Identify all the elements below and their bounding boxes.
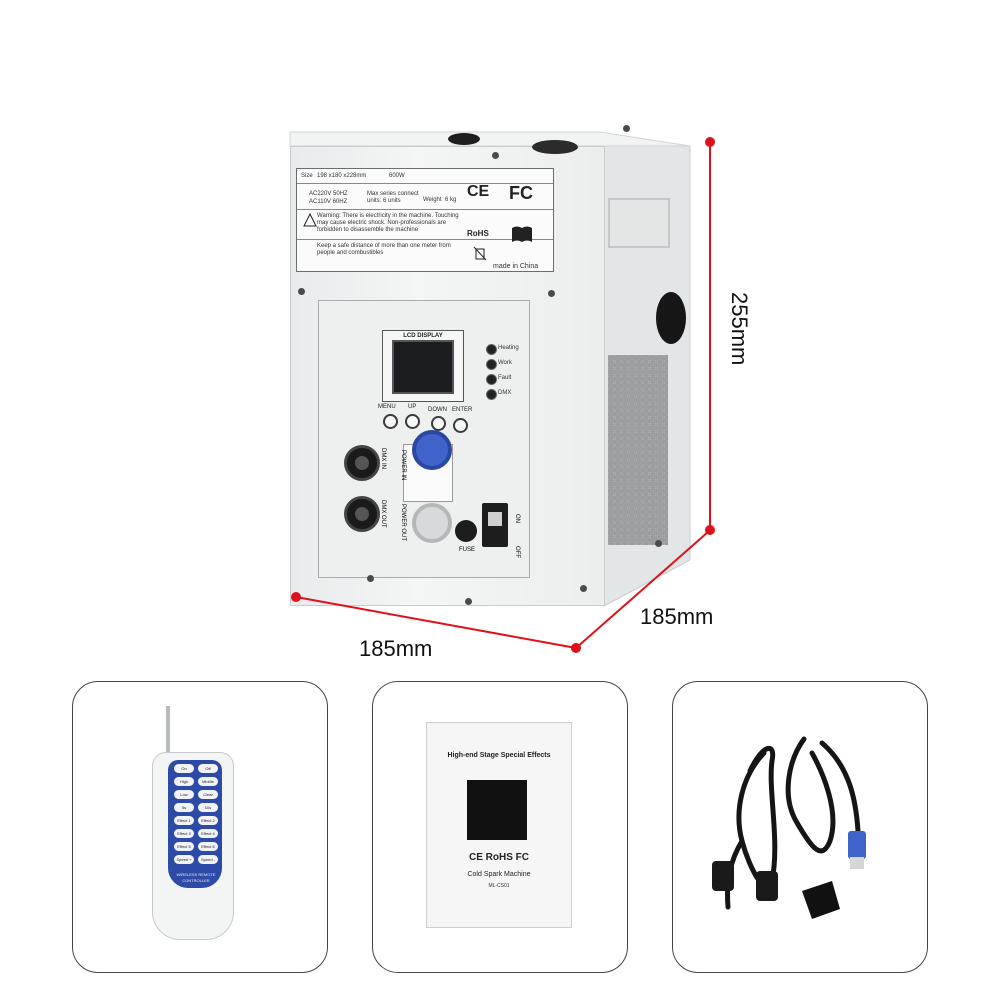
screw (623, 125, 630, 132)
manual-title: High-end Stage Special Effects (447, 752, 551, 759)
size-label: Size (301, 173, 313, 179)
dmx-label: DMX (498, 390, 512, 396)
origin-text: made in China (493, 263, 539, 270)
warning-text: Warning: There is electricity in the mac… (317, 213, 459, 233)
fuse-holder[interactable] (455, 520, 477, 542)
side-handle (608, 198, 670, 248)
dmx-in-pins (355, 456, 369, 470)
manual-product-name: Cold Spark Machine (467, 871, 531, 878)
enter-label: ENTER (452, 407, 473, 413)
fuse-label: FUSE (459, 547, 476, 553)
manual-product-photo (467, 780, 527, 840)
down-button[interactable] (431, 416, 446, 431)
distance-note: Keep a safe distance of more than one me… (317, 243, 451, 256)
schuko-plug-icon (802, 881, 840, 919)
dimension-lines (295, 142, 711, 649)
remote-button[interactable]: Effect 3 (174, 829, 194, 838)
no-trash-icon (473, 246, 487, 261)
xlr-plug-icon (712, 861, 734, 891)
remote-button[interactable]: On (174, 764, 194, 773)
remote-button[interactable]: High (174, 777, 194, 786)
spec-sticker: Size 198 x180 x228mm 600W AC220V 50HZ AC… (296, 168, 554, 272)
dmx-in-connector[interactable] (344, 445, 380, 481)
size-value: 198 x180 x228mm (317, 173, 367, 179)
remote-button[interactable]: 5s (174, 803, 194, 812)
lcd-screen (392, 340, 454, 394)
screw (548, 290, 555, 297)
remote-button[interactable]: Effect 2 (198, 816, 218, 825)
remote-button[interactable]: Off (198, 764, 218, 773)
remote-button[interactable]: 10s (198, 803, 218, 812)
screw (465, 598, 472, 605)
side-fan-hole (656, 292, 686, 344)
switch-rocker (488, 512, 502, 526)
screw (492, 152, 499, 159)
remote-button[interactable]: Middle (198, 777, 218, 786)
dmx-out-connector[interactable] (344, 496, 380, 532)
weight-label: Weight (423, 197, 442, 203)
screw (367, 575, 374, 582)
remote-button[interactable]: Effect 6 (198, 842, 218, 851)
warning-triangle-icon (303, 213, 317, 227)
width-dimension-label: 185mm (359, 636, 433, 661)
height-dimension-label: 255mm (727, 292, 752, 366)
side-vent-grille (608, 355, 668, 545)
dmx-led (486, 389, 497, 400)
xlr-plug-icon (756, 871, 778, 901)
fault-label: Fault (498, 375, 512, 381)
dimension-endpoint (705, 137, 715, 147)
enter-button[interactable] (453, 418, 468, 433)
manual-book-icon (512, 226, 532, 242)
dmx-out-pins (355, 507, 369, 521)
down-label: DOWN (428, 407, 447, 413)
heating-led (486, 344, 497, 355)
rohs-mark: RoHS (467, 229, 489, 238)
heating-label: Heating (498, 345, 519, 351)
manual-certs: CE RoHS FC (469, 852, 529, 863)
weight-value: 6 kg (445, 197, 457, 203)
voltage-2: AC110V 60HZ (309, 199, 348, 205)
series-note: Max series connect units: 6 units (367, 191, 419, 204)
power-out-connector[interactable] (412, 503, 452, 543)
up-button[interactable] (405, 414, 420, 429)
power-cable (712, 736, 866, 919)
remote-antenna (166, 706, 170, 762)
menu-button[interactable] (383, 414, 398, 429)
remote-button[interactable]: Low (174, 790, 194, 799)
remote-button[interactable]: Effect 1 (174, 816, 194, 825)
depth-dimension-label: 185mm (640, 604, 714, 629)
lcd-title: LCD DISPLAY (403, 333, 443, 339)
ce-mark: CE (467, 183, 490, 200)
remote-caption: WIRELESS REMOTE CONTROLLER (176, 872, 216, 883)
remote-button[interactable]: Effect 4 (198, 829, 218, 838)
dimension-endpoint (705, 525, 715, 535)
remote-button[interactable]: Speed - (198, 855, 218, 864)
powercon-plug-icon (848, 831, 866, 859)
remote-button[interactable]: Effect 5 (174, 842, 194, 851)
voltage-1: AC220V 50HZ (309, 191, 348, 197)
dimension-endpoint (291, 592, 301, 602)
power-in-connector[interactable] (412, 430, 452, 470)
manual-model: ML-CS01 (488, 883, 510, 889)
remote-button[interactable]: Clear (198, 790, 218, 799)
up-label: UP (408, 404, 417, 410)
power-value: 600W (389, 173, 405, 179)
top-cap (532, 140, 578, 154)
spark-outlet (448, 133, 480, 145)
work-label: Work (498, 360, 512, 366)
screw (655, 540, 662, 547)
fc-mark: FC (509, 183, 533, 203)
fault-led (486, 374, 497, 385)
dimension-endpoint (571, 643, 581, 653)
screw (580, 585, 587, 592)
work-led (486, 359, 497, 370)
screw (298, 288, 305, 295)
menu-label: MENU (378, 404, 396, 410)
product-photo: Size 198 x180 x228mm 600W AC220V 50HZ AC… (289, 125, 752, 661)
remote-button[interactable]: Speed + (174, 855, 194, 864)
